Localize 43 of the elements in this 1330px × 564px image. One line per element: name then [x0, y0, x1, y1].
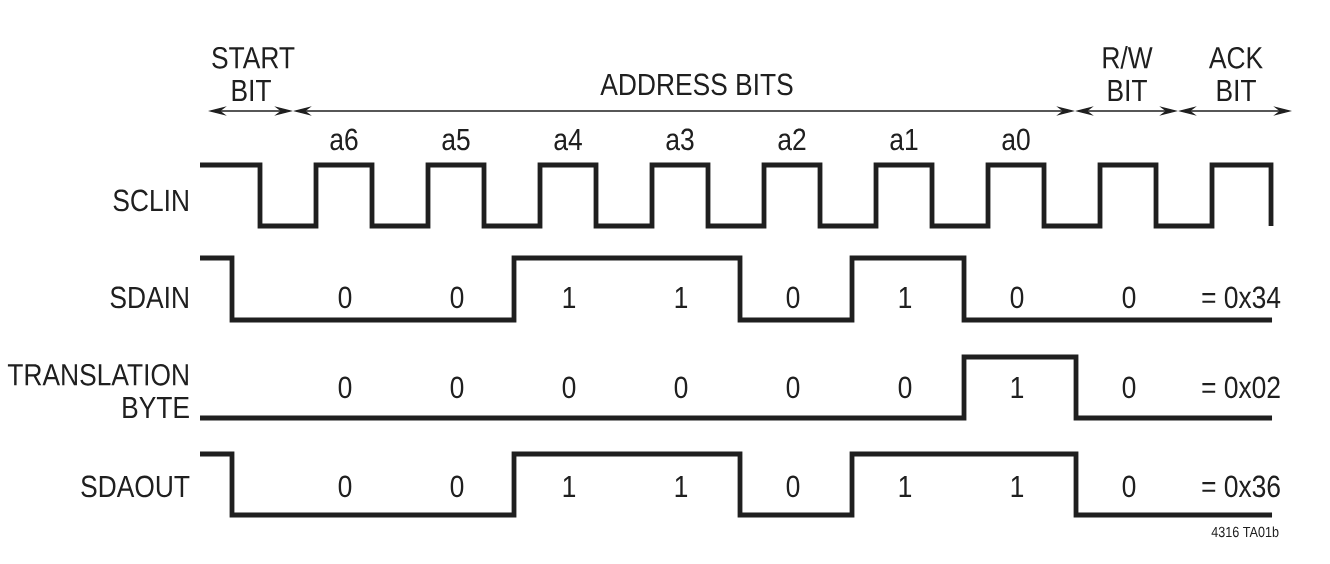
- bit-value: 0: [1122, 376, 1136, 399]
- figure-number: 4316 TA01b: [1211, 526, 1279, 538]
- bit-value: 1: [563, 286, 576, 308]
- bit-value: 0: [786, 475, 800, 498]
- bit-value: 0: [898, 376, 912, 399]
- bit-name: a6: [330, 128, 358, 151]
- bit-name: a0: [1002, 128, 1030, 151]
- hex-value: = 0x36: [1202, 475, 1280, 498]
- hex-value: = 0x34: [1202, 286, 1281, 309]
- bit-value: 1: [675, 475, 688, 497]
- signal-label: SDAIN: [110, 286, 188, 309]
- bit-name: a1: [890, 128, 918, 151]
- signal-label: SCLIN: [113, 189, 188, 212]
- signal-label: SDAOUT: [81, 475, 190, 498]
- bit-value: 1: [1011, 475, 1024, 497]
- bit-value: 0: [562, 376, 576, 399]
- bit-value: 1: [675, 286, 688, 308]
- bit-value: 1: [899, 475, 912, 497]
- hex-value: = 0x02: [1202, 376, 1280, 399]
- bit-value: 0: [450, 475, 464, 498]
- bit-value: 0: [786, 376, 800, 399]
- bit-value: 0: [1122, 475, 1136, 498]
- bit-name: a5: [442, 128, 470, 151]
- bit-value: 0: [674, 376, 688, 399]
- bit-value: 0: [1122, 286, 1136, 309]
- bit-value: 1: [899, 286, 912, 308]
- bit-value: 1: [563, 475, 576, 497]
- bit-value: 0: [1010, 286, 1024, 309]
- field-label: ADDRESS BITS: [600, 73, 793, 96]
- bit-name: a3: [666, 128, 694, 151]
- field-label: ACK BIT: [1208, 46, 1263, 101]
- bit-value: 0: [338, 286, 352, 309]
- signal-label: TRANSLATION BYTE: [7, 363, 189, 418]
- bit-value: 0: [338, 475, 352, 498]
- bit-value: 0: [786, 286, 800, 309]
- bit-value: 0: [450, 376, 464, 399]
- field-label: START BIT: [212, 46, 295, 101]
- bit-name: a2: [778, 128, 806, 151]
- bit-value: 1: [1011, 376, 1024, 398]
- bit-value: 0: [450, 286, 464, 309]
- bit-name: a4: [554, 128, 582, 151]
- field-label: R/W BIT: [1103, 46, 1153, 101]
- bit-value: 0: [338, 376, 352, 399]
